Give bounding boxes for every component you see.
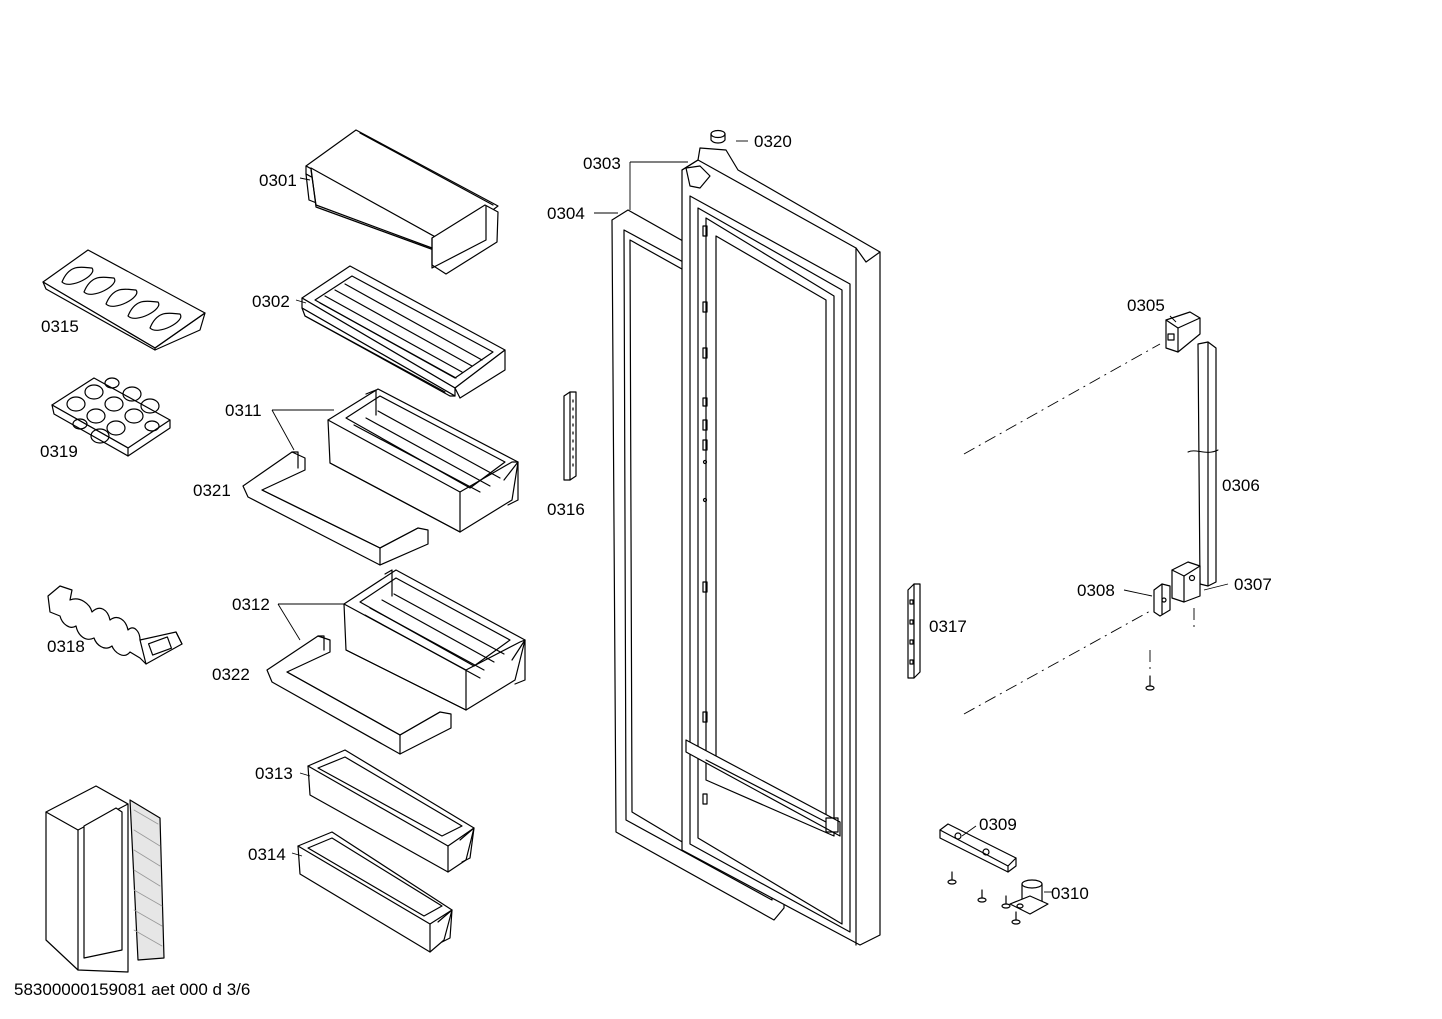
part-0310-hinge-pin (1010, 880, 1048, 914)
part-0322-bin-front (267, 636, 451, 754)
part-0312-door-bin (344, 570, 525, 710)
label-0314: 0314 (248, 845, 286, 864)
label-0305: 0305 (1127, 296, 1165, 315)
filter-cartridge (46, 786, 164, 972)
part-0317-strip (908, 584, 920, 678)
screw-icon (1146, 676, 1154, 690)
leader-lines (271, 140, 1229, 893)
part-0313-small-bin (308, 750, 474, 872)
label-0319: 0319 (40, 442, 78, 461)
label-0313: 0313 (255, 764, 293, 783)
part-0318-bottle-rack (48, 586, 182, 664)
part-0302-tray (302, 266, 505, 398)
part-0301-lidded-box (306, 130, 498, 274)
part-0314-small-bin (298, 832, 452, 952)
label-0307: 0307 (1234, 575, 1272, 594)
label-0306: 0306 (1222, 476, 1260, 495)
part-0307-bracket (1172, 562, 1200, 602)
screws-icon (948, 872, 1020, 924)
part-0319-egg-holder (52, 378, 170, 456)
label-0304: 0304 (547, 204, 585, 223)
part-0305-hinge-bracket (1166, 312, 1200, 352)
label-0318: 0318 (47, 637, 85, 656)
part-0321-bin-front (243, 452, 428, 565)
label-0315: 0315 (41, 317, 79, 336)
label-0311: 0311 (225, 401, 262, 420)
drawing-number: 58300000159081 aet 000 d 3/6 (14, 980, 251, 999)
label-0316: 0316 (547, 500, 585, 519)
label-0322: 0322 (212, 665, 250, 684)
part-0309-hinge-plate (940, 824, 1016, 872)
label-0308: 0308 (1077, 581, 1115, 600)
part-0320-cap (711, 131, 725, 144)
part-0308-bracket (1154, 584, 1170, 616)
label-0310: 0310 (1051, 884, 1089, 903)
part-0311-door-bin (328, 389, 518, 532)
label-0320: 0320 (754, 132, 792, 151)
label-0301: 0301 (259, 171, 297, 190)
label-0321: 0321 (193, 481, 231, 500)
label-0303: 0303 (583, 154, 621, 173)
label-0317: 0317 (929, 617, 967, 636)
part-0315-egg-tray (43, 250, 205, 350)
label-0309: 0309 (979, 815, 1017, 834)
part-0316-strip (564, 392, 576, 480)
label-0302: 0302 (252, 292, 290, 311)
label-0312: 0312 (232, 595, 270, 614)
part-labels: 0301 0302 0303 0304 0305 0306 0307 0308 … (40, 132, 1272, 903)
part-0306-profile (1188, 342, 1218, 586)
part-0303-door-liner (682, 148, 880, 945)
assembly-lines (963, 343, 1195, 715)
